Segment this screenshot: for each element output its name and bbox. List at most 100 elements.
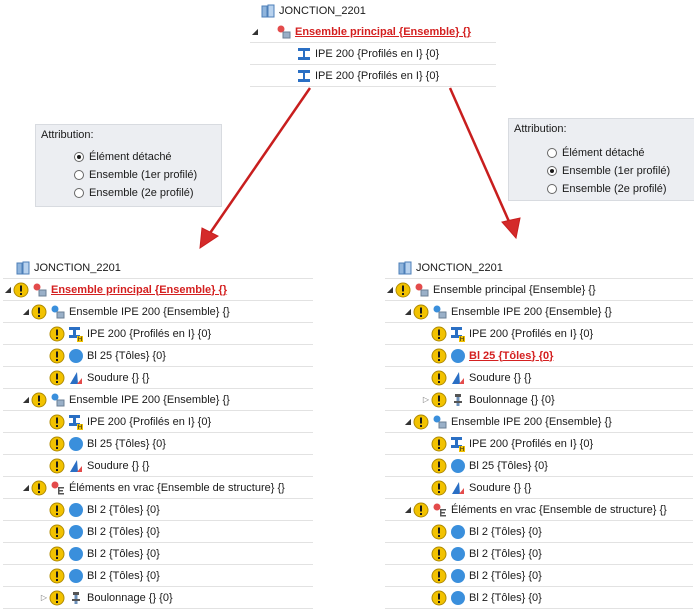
radio-second-profile[interactable]: Ensemble (2e profilé) [74,185,194,201]
tree-row[interactable]: ◢Éléments en vrac {Ensemble de structure… [385,499,693,521]
warning-icon [431,392,447,408]
plate-icon [450,546,466,562]
radio-label: Ensemble (2e profilé) [89,187,194,199]
plate-icon [450,524,466,540]
expand-arrow-icon[interactable]: ◢ [4,285,12,294]
radio-second-profile[interactable]: Ensemble (2e profilé) [547,181,667,197]
radio-dot-icon[interactable] [74,188,84,198]
tree-row[interactable]: Bl 25 {Tôles} {0} [385,345,693,367]
arrow-right [448,87,521,240]
tree-row[interactable]: Soudure {} {} [3,455,313,477]
tree-row-label: IPE 200 {Profilés en I} {0} [315,69,440,82]
tree-row[interactable]: Bl 2 {Tôles} {0} [385,587,693,609]
tree-row[interactable]: Bl 25 {Tôles} {0} [3,433,313,455]
radio-dot-icon[interactable] [547,184,557,194]
radio-first-profile[interactable]: Ensemble (1er profilé) [547,163,670,179]
i-profile-icon [296,68,312,84]
tree-row-label: Bl 25 {Tôles} {0} [469,349,554,362]
warning-icon [413,414,429,430]
expand-arrow-icon[interactable]: ◢ [22,395,30,404]
warning-icon [49,348,65,364]
i-profile-icon [296,46,312,62]
collapse-arrow-icon[interactable]: ▷ [422,395,430,404]
svg-text:H: H [78,336,83,342]
assembly-main-icon [32,282,48,298]
radio-label: Ensemble (2e profilé) [562,183,667,195]
tree-row[interactable]: Bl 2 {Tôles} {0} [3,499,313,521]
warning-icon [431,458,447,474]
bolt-icon [68,590,84,606]
tree-row[interactable]: Bl 2 {Tôles} {0} [3,521,313,543]
expand-arrow-icon[interactable]: ◢ [404,505,412,514]
radio-dot-icon[interactable] [74,170,84,180]
radio-dot-icon[interactable] [547,148,557,158]
plate-icon [450,590,466,606]
tree-row[interactable]: Bl 2 {Tôles} {0} [3,565,313,587]
warning-icon [431,546,447,562]
tree-row-profile[interactable]: IPE 200 {Profilés en I} {0} [250,43,496,65]
expand-arrow-icon[interactable]: ◢ [22,483,30,492]
expand-arrow-icon[interactable]: ◢ [251,27,259,36]
tree-row[interactable]: ◢Ensemble IPE 200 {Ensemble} {} [3,389,313,411]
attribution-title: Attribution: [514,123,567,135]
tree-row[interactable]: ◢Ensemble IPE 200 {Ensemble} {} [3,301,313,323]
warning-icon [49,326,65,342]
tree-row-label: Ensemble principal {Ensemble} {} [51,283,228,296]
tree-row[interactable]: Bl 2 {Tôles} {0} [385,543,693,565]
tree-row[interactable]: Soudure {} {} [385,367,693,389]
tree-row[interactable]: Bl 2 {Tôles} {0} [385,565,693,587]
tree-row[interactable]: ◢ Ensemble principal {Ensemble} {} [3,279,313,301]
expand-arrow-icon[interactable]: ◢ [22,307,30,316]
expand-arrow-icon[interactable]: ◢ [404,417,412,426]
tree-row[interactable]: ◢Ensemble IPE 200 {Ensemble} {} [385,411,693,433]
tree-row-label: IPE 200 {Profilés en I} {0} [315,47,440,60]
tree-row-label: Bl 2 {Tôles} {0} [469,547,542,560]
tree-row-label: Bl 2 {Tôles} {0} [87,525,160,538]
tree-root[interactable]: JONCTION_2201 [385,257,693,279]
tree-row-label: Bl 25 {Tôles} {0} [469,459,548,472]
plate-icon [68,568,84,584]
radio-detached[interactable]: Élément détaché [547,145,645,161]
plate-icon [450,458,466,474]
radio-dot-icon[interactable] [547,166,557,176]
tree-row[interactable]: ▷Boulonnage {} {0} [3,587,313,609]
tree-row[interactable]: ◢Ensemble IPE 200 {Ensemble} {} [385,301,693,323]
tree-row[interactable]: Bl 2 {Tôles} {0} [385,521,693,543]
tree-row-label: Soudure {} {} [469,481,532,494]
expand-arrow-icon[interactable]: ◢ [404,307,412,316]
warning-icon [31,304,47,320]
warning-icon [431,480,447,496]
warning-icon [49,436,65,452]
tree-row-profile[interactable]: IPE 200 {Profilés en I} {0} [250,65,496,87]
collapse-arrow-icon[interactable]: ▷ [40,593,48,602]
tree-row[interactable]: Soudure {} {} [3,367,313,389]
tree-row-label: IPE 200 {Profilés en I} {0} [469,327,594,340]
weld-icon [68,458,84,474]
tree-row[interactable]: H IPE 200 {Profilés en I} {0} [3,323,313,345]
tree-row[interactable]: Soudure {} {} [385,477,693,499]
tree-row[interactable]: ▷Boulonnage {} {0} [385,389,693,411]
tree-row[interactable]: ◢ Ensemble principal {Ensemble} {} [385,279,693,301]
tree-root[interactable]: JONCTION_2201 [260,0,496,22]
tree-row[interactable]: Bl 2 {Tôles} {0} [3,543,313,565]
tree-row-label: IPE 200 {Profilés en I} {0} [87,327,212,340]
plate-icon [68,524,84,540]
expand-arrow-icon[interactable]: ◢ [386,285,394,294]
tree-row-label: Ensemble principal {Ensemble} {} [433,283,596,296]
tree-row-main[interactable]: ◢ Ensemble principal {Ensemble} {} [250,21,496,43]
warning-icon [13,282,29,298]
assembly-root-icon [397,260,413,276]
radio-detached[interactable]: Élément détaché [74,149,172,165]
radio-dot-icon[interactable] [74,152,84,162]
tree-row[interactable]: Bl 25 {Tôles} {0} [3,345,313,367]
tree-root[interactable]: JONCTION_2201 [3,257,313,279]
attribution-panel-right: Attribution: Élément détaché Ensemble (1… [508,118,694,201]
i-profile-icon: H [68,414,84,430]
tree-row[interactable]: ◢Éléments en vrac {Ensemble de structure… [3,477,313,499]
tree-row[interactable]: Bl 25 {Tôles} {0} [385,455,693,477]
radio-first-profile[interactable]: Ensemble (1er profilé) [74,167,197,183]
